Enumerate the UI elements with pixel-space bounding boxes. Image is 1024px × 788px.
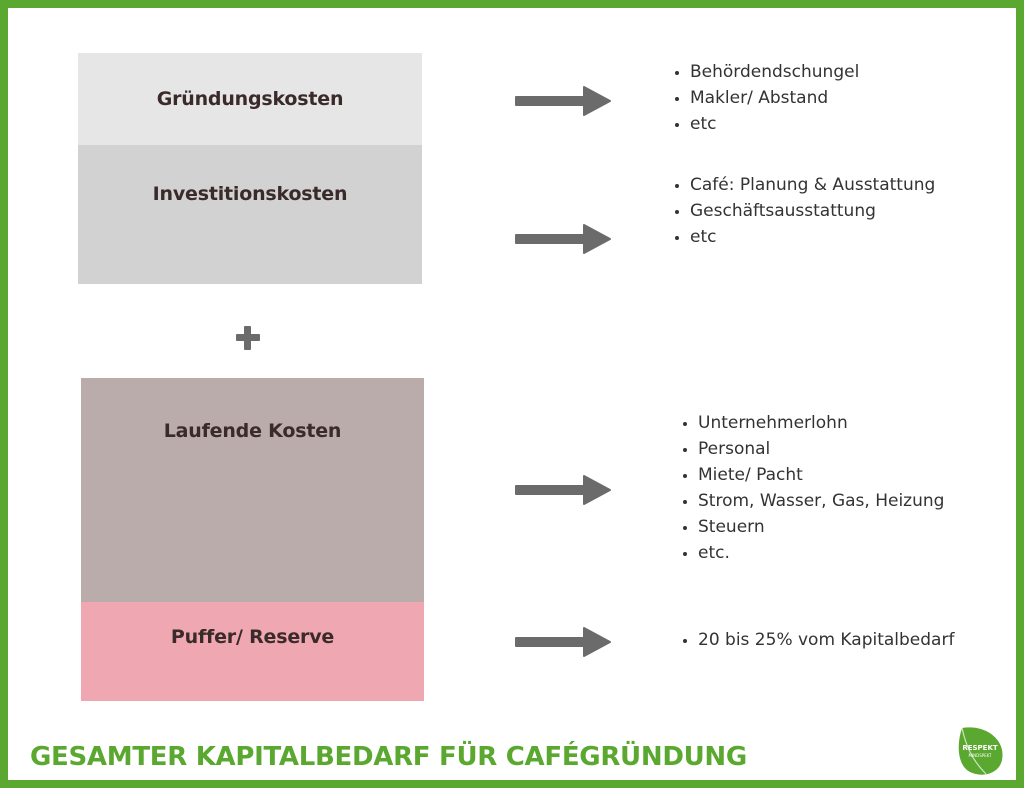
logo-name: RESPEKT bbox=[962, 744, 998, 752]
list-investitionskosten: Café: Planung & Ausstattung Geschäftsaus… bbox=[674, 172, 935, 250]
box-label-laufende-kosten: Laufende Kosten bbox=[163, 420, 342, 442]
box-investitionskosten: Investitionskosten bbox=[78, 145, 422, 284]
list-item: Steuern bbox=[682, 514, 944, 540]
list-item: Miete/ Pacht bbox=[682, 462, 944, 488]
list-item: 20 bis 25% vom Kapitalbedarf bbox=[682, 627, 954, 653]
list-item: etc bbox=[674, 224, 935, 250]
page-title: GESAMTER KAPITALBEDARF FÜR CAFÉGRÜNDUNG bbox=[30, 742, 747, 772]
respekt-leaf-logo: RESPEKT MINDSPEKT bbox=[952, 722, 1008, 778]
arrow-right-icon bbox=[515, 224, 611, 254]
list-gruendungskosten: Behördendschungel Makler/ Abstand etc bbox=[674, 59, 859, 137]
box-label-gruendungskosten: Gründungskosten bbox=[156, 88, 344, 110]
list-item: Café: Planung & Ausstattung bbox=[674, 172, 935, 198]
plus-icon bbox=[234, 324, 262, 352]
box-gruendungskosten: Gründungskosten bbox=[78, 53, 422, 145]
arrow-right-icon bbox=[515, 475, 611, 505]
list-puffer-reserve: 20 bis 25% vom Kapitalbedarf bbox=[682, 627, 954, 653]
arrow-right-icon bbox=[515, 627, 611, 657]
list-item: Personal bbox=[682, 436, 944, 462]
logo-tagline: MINDSPEKT bbox=[968, 753, 992, 758]
list-item: etc. bbox=[682, 540, 944, 566]
list-item: Strom, Wasser, Gas, Heizung bbox=[682, 488, 944, 514]
list-item: etc bbox=[674, 111, 859, 137]
arrow-right-icon bbox=[515, 86, 611, 116]
box-puffer-reserve: Puffer/ Reserve bbox=[81, 602, 424, 701]
box-label-puffer-reserve: Puffer/ Reserve bbox=[170, 626, 335, 648]
leaf-icon bbox=[958, 727, 1003, 775]
list-item: Geschäftsausstattung bbox=[674, 198, 935, 224]
list-laufende-kosten: Unternehmerlohn Personal Miete/ Pacht St… bbox=[682, 410, 944, 566]
box-label-investitionskosten: Investitionskosten bbox=[152, 183, 348, 205]
list-item: Unternehmerlohn bbox=[682, 410, 944, 436]
list-item: Behördendschungel bbox=[674, 59, 859, 85]
box-laufende-kosten: Laufende Kosten bbox=[81, 378, 424, 602]
list-item: Makler/ Abstand bbox=[674, 85, 859, 111]
